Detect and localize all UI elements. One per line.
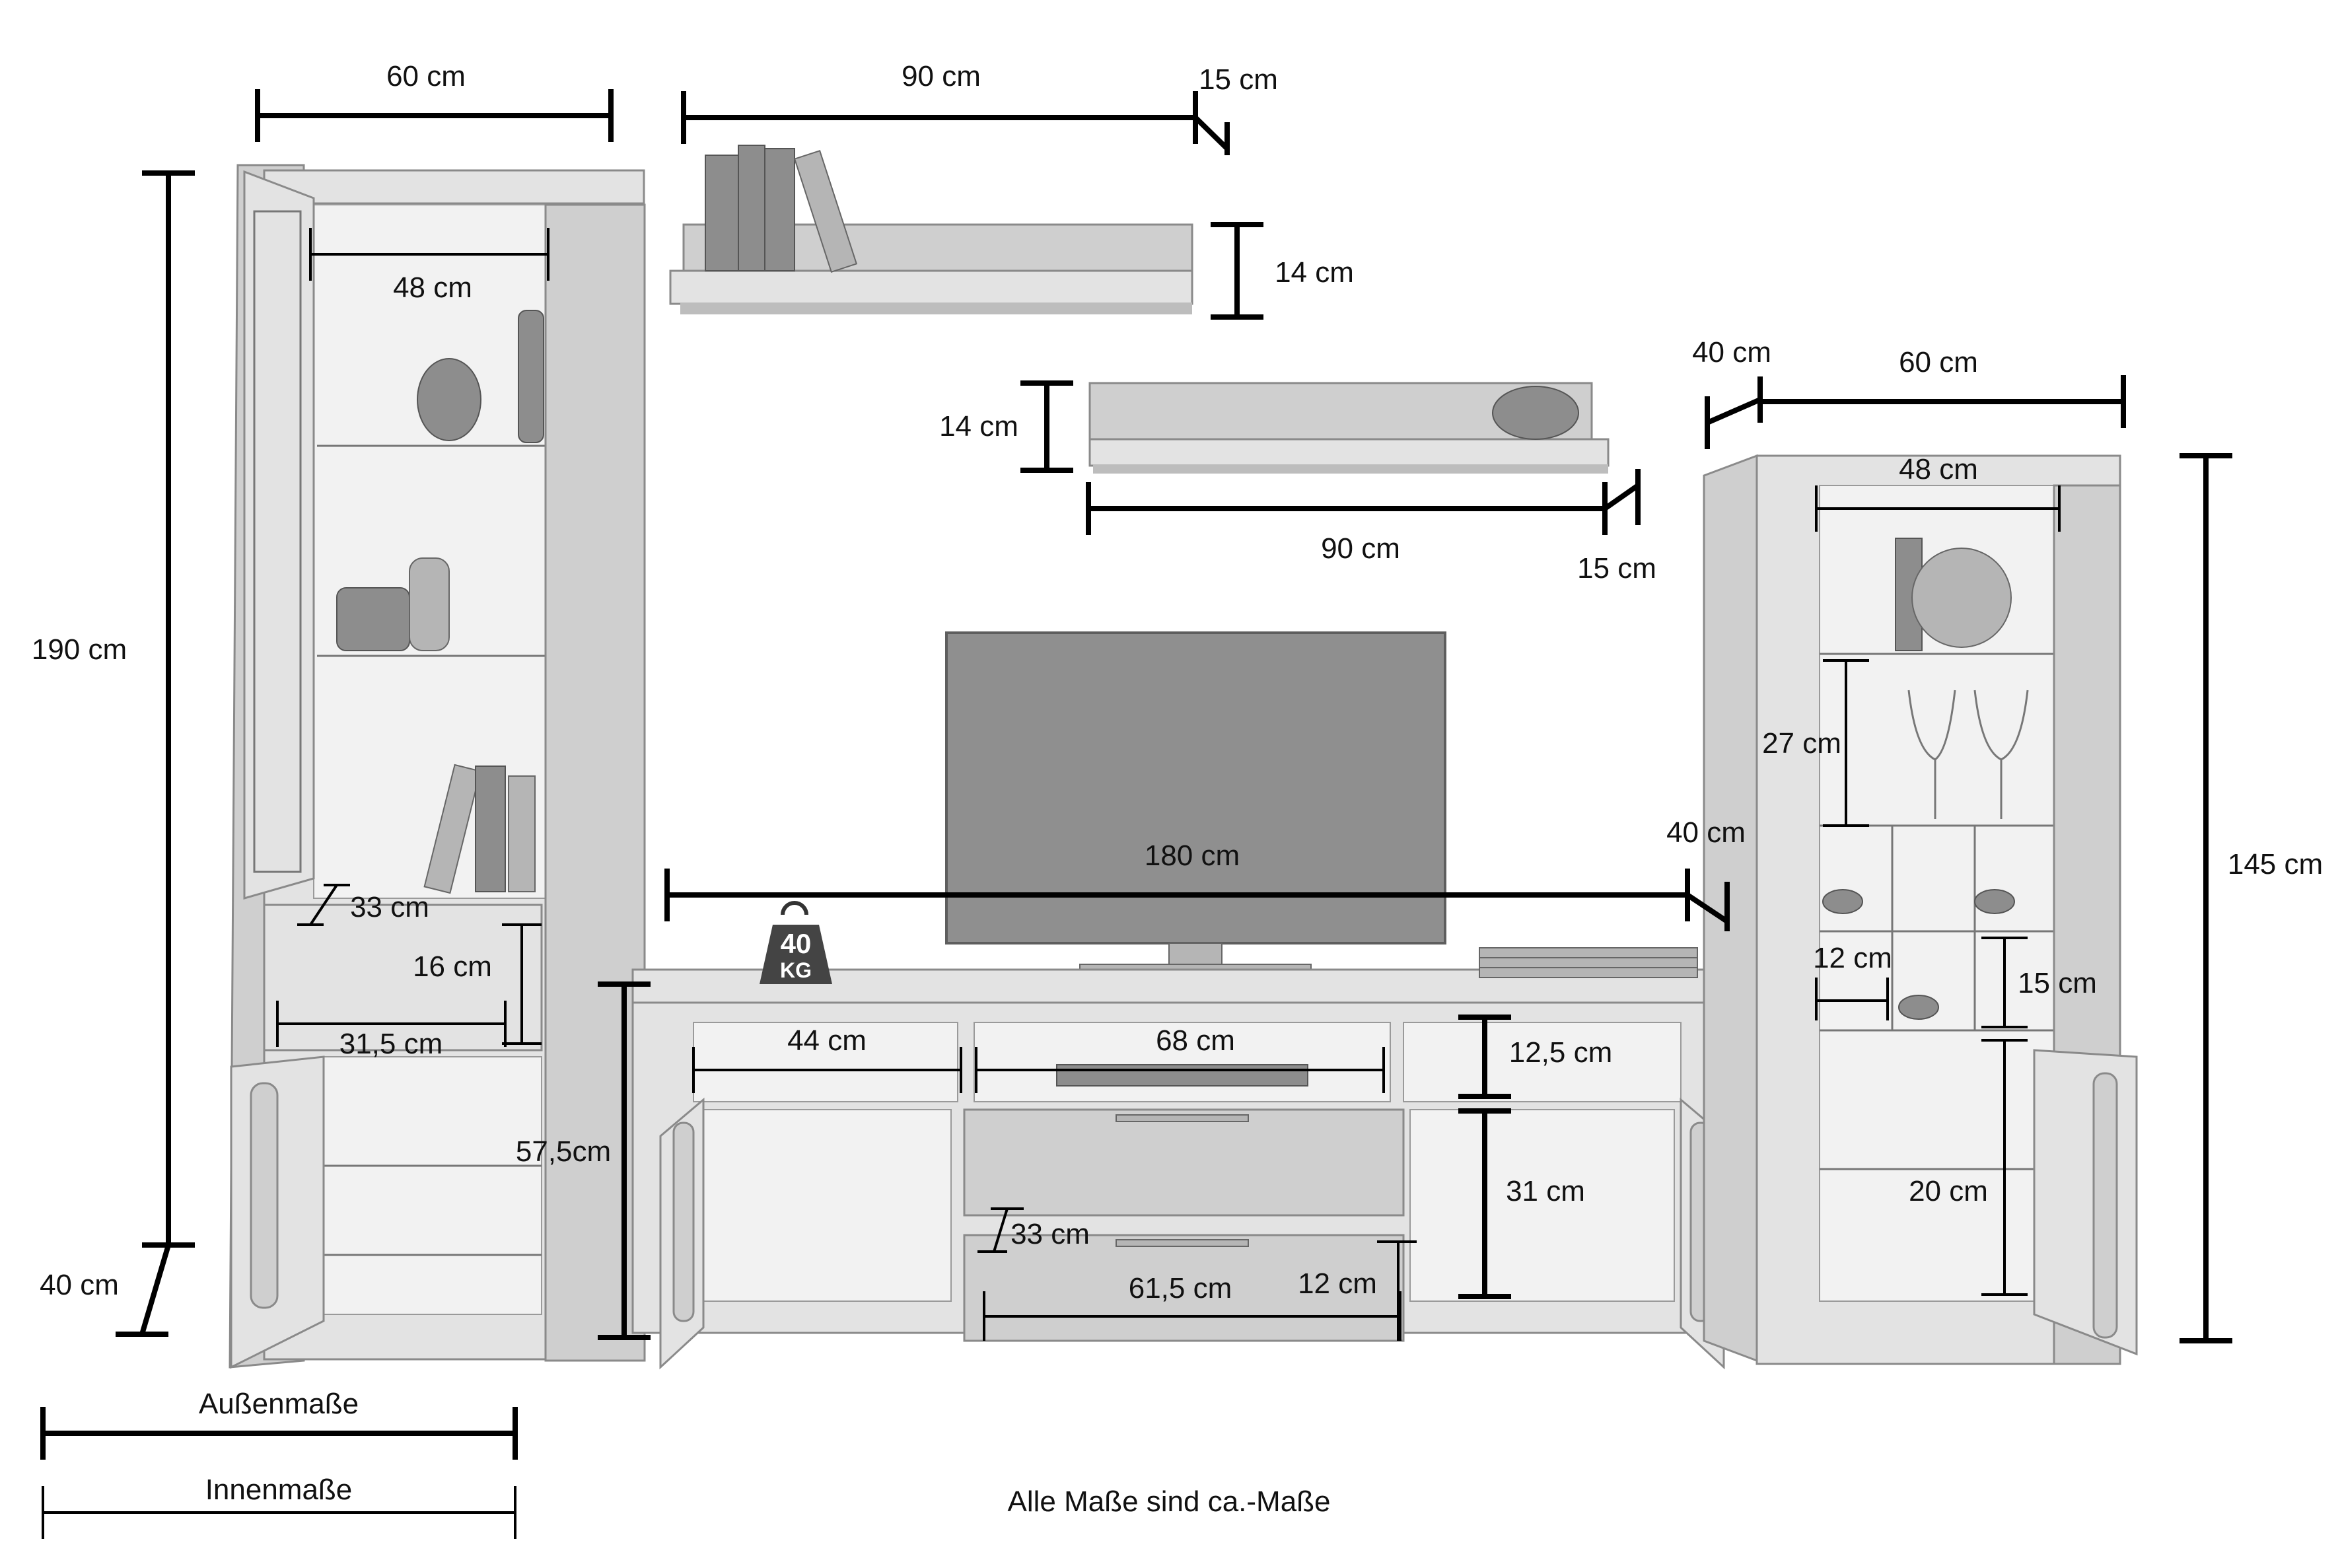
book-icon xyxy=(738,145,765,271)
label-board-height: 57,5cm xyxy=(516,1135,611,1168)
decor-wheel-icon xyxy=(1911,548,2012,648)
dim-board-drawer-width xyxy=(983,1291,1401,1341)
weight-value: 40 xyxy=(781,928,812,959)
wine-glass-icon xyxy=(1907,690,1956,819)
weight-icon xyxy=(760,901,832,984)
dim-left-drawer-depth xyxy=(297,884,350,926)
dim-top-shelf-width xyxy=(681,91,1198,144)
weight-unit: KG xyxy=(780,958,812,982)
vase-icon xyxy=(518,310,544,443)
label-board-drawer-depth: 33 cm xyxy=(1010,1218,1090,1250)
dim-board-height xyxy=(598,981,651,1340)
label-board-width: 180 cm xyxy=(1145,839,1240,872)
dim-top-shelf-depth xyxy=(1193,116,1230,155)
label-board-top-height: 12,5 cm xyxy=(1509,1036,1613,1069)
bowl-icon xyxy=(1492,386,1579,440)
book-icon xyxy=(705,155,739,271)
legend-outer-line xyxy=(40,1407,518,1460)
label-mid-shelf-depth: 15 cm xyxy=(1577,552,1656,585)
book-icon xyxy=(423,764,481,894)
middle-shelf-illustration xyxy=(1088,382,1610,474)
legend-outer-label: Außenmaße xyxy=(199,1388,359,1420)
dim-mid-shelf-depth xyxy=(1603,469,1641,525)
label-right-width: 60 cm xyxy=(1899,346,1978,378)
dim-left-inner-width xyxy=(309,228,550,281)
dim-right-inner-width xyxy=(1815,485,2061,532)
label-left-width: 60 cm xyxy=(386,60,466,92)
right-cabinet-illustration xyxy=(1703,454,2138,1365)
label-board-side-height: 31 cm xyxy=(1506,1175,1585,1207)
label-left-inner-width: 48 cm xyxy=(393,271,472,304)
tv-board-illustration xyxy=(631,947,1729,1370)
label-mid-shelf-height: 14 cm xyxy=(939,410,1018,443)
label-left-drawer-depth: 33 cm xyxy=(350,891,429,923)
label-left-height: 190 cm xyxy=(32,633,127,666)
dim-board-drawer-depth xyxy=(977,1207,1024,1253)
legend-inner-line xyxy=(42,1486,516,1539)
dim-board-drawer-height xyxy=(1377,1240,1417,1341)
left-cabinet-illustration xyxy=(229,164,646,1369)
wine-bottle-icon xyxy=(1898,995,1939,1020)
label-left-drawer-height: 16 cm xyxy=(413,950,492,983)
dim-left-width xyxy=(255,89,614,142)
label-right-shelf-height: 27 cm xyxy=(1762,727,1841,760)
label-right-depth: 40 cm xyxy=(1692,336,1771,369)
wine-bottle-icon xyxy=(1974,889,2015,914)
footnote: Alle Maße sind ca.-Maße xyxy=(1007,1485,1330,1518)
label-board-drawer-width: 61,5 cm xyxy=(1129,1272,1232,1304)
receiver-icon xyxy=(1056,1064,1308,1087)
tv-illustration xyxy=(945,631,1446,980)
label-board-depth: 40 cm xyxy=(1666,816,1746,849)
top-shelf-illustration xyxy=(669,145,1193,314)
dim-board-compartment-middle xyxy=(975,1047,1385,1093)
label-mid-shelf-width: 90 cm xyxy=(1321,532,1400,565)
legend-inner-label: Innenmaße xyxy=(205,1474,353,1506)
dim-board-compartment-left xyxy=(692,1047,962,1093)
label-right-height: 145 cm xyxy=(2228,848,2323,880)
dim-right-height xyxy=(2180,453,2232,1343)
label-board-compartment-left: 44 cm xyxy=(787,1024,867,1057)
dim-left-depth xyxy=(116,1244,171,1337)
label-top-shelf-depth: 15 cm xyxy=(1199,63,1278,96)
vase-icon xyxy=(417,358,481,441)
dim-mid-shelf-width xyxy=(1086,482,1608,535)
label-right-inner-width: 48 cm xyxy=(1899,453,1978,485)
dim-right-width xyxy=(1760,375,2126,428)
dim-right-cell-width xyxy=(1815,978,1889,1020)
label-right-cell-width: 12 cm xyxy=(1813,942,1892,974)
tv-screen xyxy=(945,631,1446,944)
label-board-drawer-height: 12 cm xyxy=(1298,1267,1377,1300)
dim-left-drawer-height xyxy=(502,923,542,1045)
dim-left-drawer-width xyxy=(276,1001,507,1047)
dim-left-height xyxy=(142,170,195,1248)
bottle-icon xyxy=(336,587,410,651)
label-top-shelf-height: 14 cm xyxy=(1275,256,1354,289)
wine-bottle-icon xyxy=(1822,889,1863,914)
book-icon xyxy=(508,775,536,892)
dim-board-depth xyxy=(1685,882,1730,931)
wine-glass-icon xyxy=(1973,690,2029,819)
label-left-depth: 40 cm xyxy=(40,1269,119,1301)
dim-right-cell-height xyxy=(1981,937,2028,1028)
book-icon xyxy=(764,148,795,271)
dim-mid-shelf-height xyxy=(1020,380,1073,473)
dim-right-lower-height xyxy=(1981,1039,2028,1296)
dim-board-side-height xyxy=(1458,1108,1511,1299)
label-right-lower-height: 20 cm xyxy=(1909,1175,1988,1207)
dim-right-shelf-height xyxy=(1823,659,1869,827)
label-board-compartment-middle: 68 cm xyxy=(1156,1024,1235,1057)
book-icon xyxy=(475,766,506,892)
dim-right-depth xyxy=(1705,376,1763,449)
dim-board-top-height xyxy=(1458,1015,1511,1099)
dim-top-shelf-height xyxy=(1211,222,1263,320)
bottle-icon xyxy=(409,557,450,651)
label-top-shelf-width: 90 cm xyxy=(902,60,981,92)
book-icon xyxy=(793,149,858,273)
label-left-drawer-width: 31,5 cm xyxy=(339,1028,443,1060)
label-right-cell-height: 15 cm xyxy=(2018,967,2097,999)
